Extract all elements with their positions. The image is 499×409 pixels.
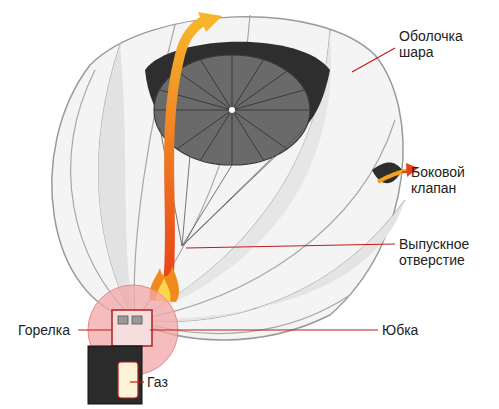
skirt-label: Юбка [382, 322, 462, 338]
envelope-label: Оболочка шара [399, 28, 489, 60]
valve-label: Боковой клапан [411, 164, 495, 196]
burner-label: Горелка [18, 322, 76, 338]
gas-label: Газ [147, 374, 207, 390]
vent-label: Выпускное отверстие [399, 236, 495, 268]
